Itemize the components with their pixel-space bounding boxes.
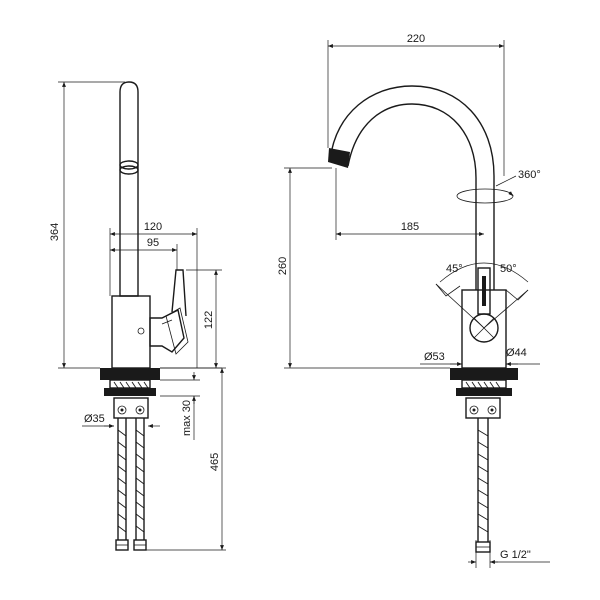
front-spout-inner <box>347 103 477 290</box>
front-hose <box>475 418 491 553</box>
front-handle-lever <box>477 267 491 315</box>
side-handle-hub <box>149 308 185 353</box>
dim-width-outer: 120 <box>144 221 162 233</box>
dim-spout-inner: 185 <box>401 221 419 233</box>
dim-max-thickness: max 30 <box>181 400 193 436</box>
front-spout-tip <box>328 148 350 168</box>
dim-diameter-flange: Ø53 <box>424 351 445 363</box>
dim-total-height: 364 <box>49 223 61 241</box>
side-spout-pipe <box>119 81 139 297</box>
side-thread <box>113 381 149 389</box>
side-body <box>111 295 151 369</box>
dim-hose-length: 465 <box>209 453 221 471</box>
side-spout-outlet <box>119 160 139 170</box>
dim-diameter-body: Ø44 <box>506 347 527 359</box>
dim-body-height: 260 <box>277 257 289 275</box>
dim-handle-height: 122 <box>203 311 215 329</box>
front-mount-flange <box>450 368 518 380</box>
side-view: 364 120 95 122 max 30 465 Ø35 <box>49 81 226 551</box>
front-view: 360° 45° 50° <box>277 33 550 568</box>
front-nut <box>465 397 501 419</box>
dim-angle-right: 50° <box>500 263 517 275</box>
dim-rotation: 360° <box>518 169 541 181</box>
dim-width-inner: 95 <box>147 237 159 249</box>
side-handle-lever <box>171 269 187 317</box>
side-nut <box>113 397 149 419</box>
front-rotation-ellipse <box>456 188 514 204</box>
side-mount-flange <box>100 368 160 380</box>
dim-spout-reach: 220 <box>407 33 425 45</box>
dim-angle-left: 45° <box>446 263 463 275</box>
dim-thread: G 1/2" <box>500 549 531 561</box>
side-hoses <box>115 418 147 551</box>
front-spout-outer <box>329 85 495 290</box>
dim-diameter-base: Ø35 <box>84 413 105 425</box>
